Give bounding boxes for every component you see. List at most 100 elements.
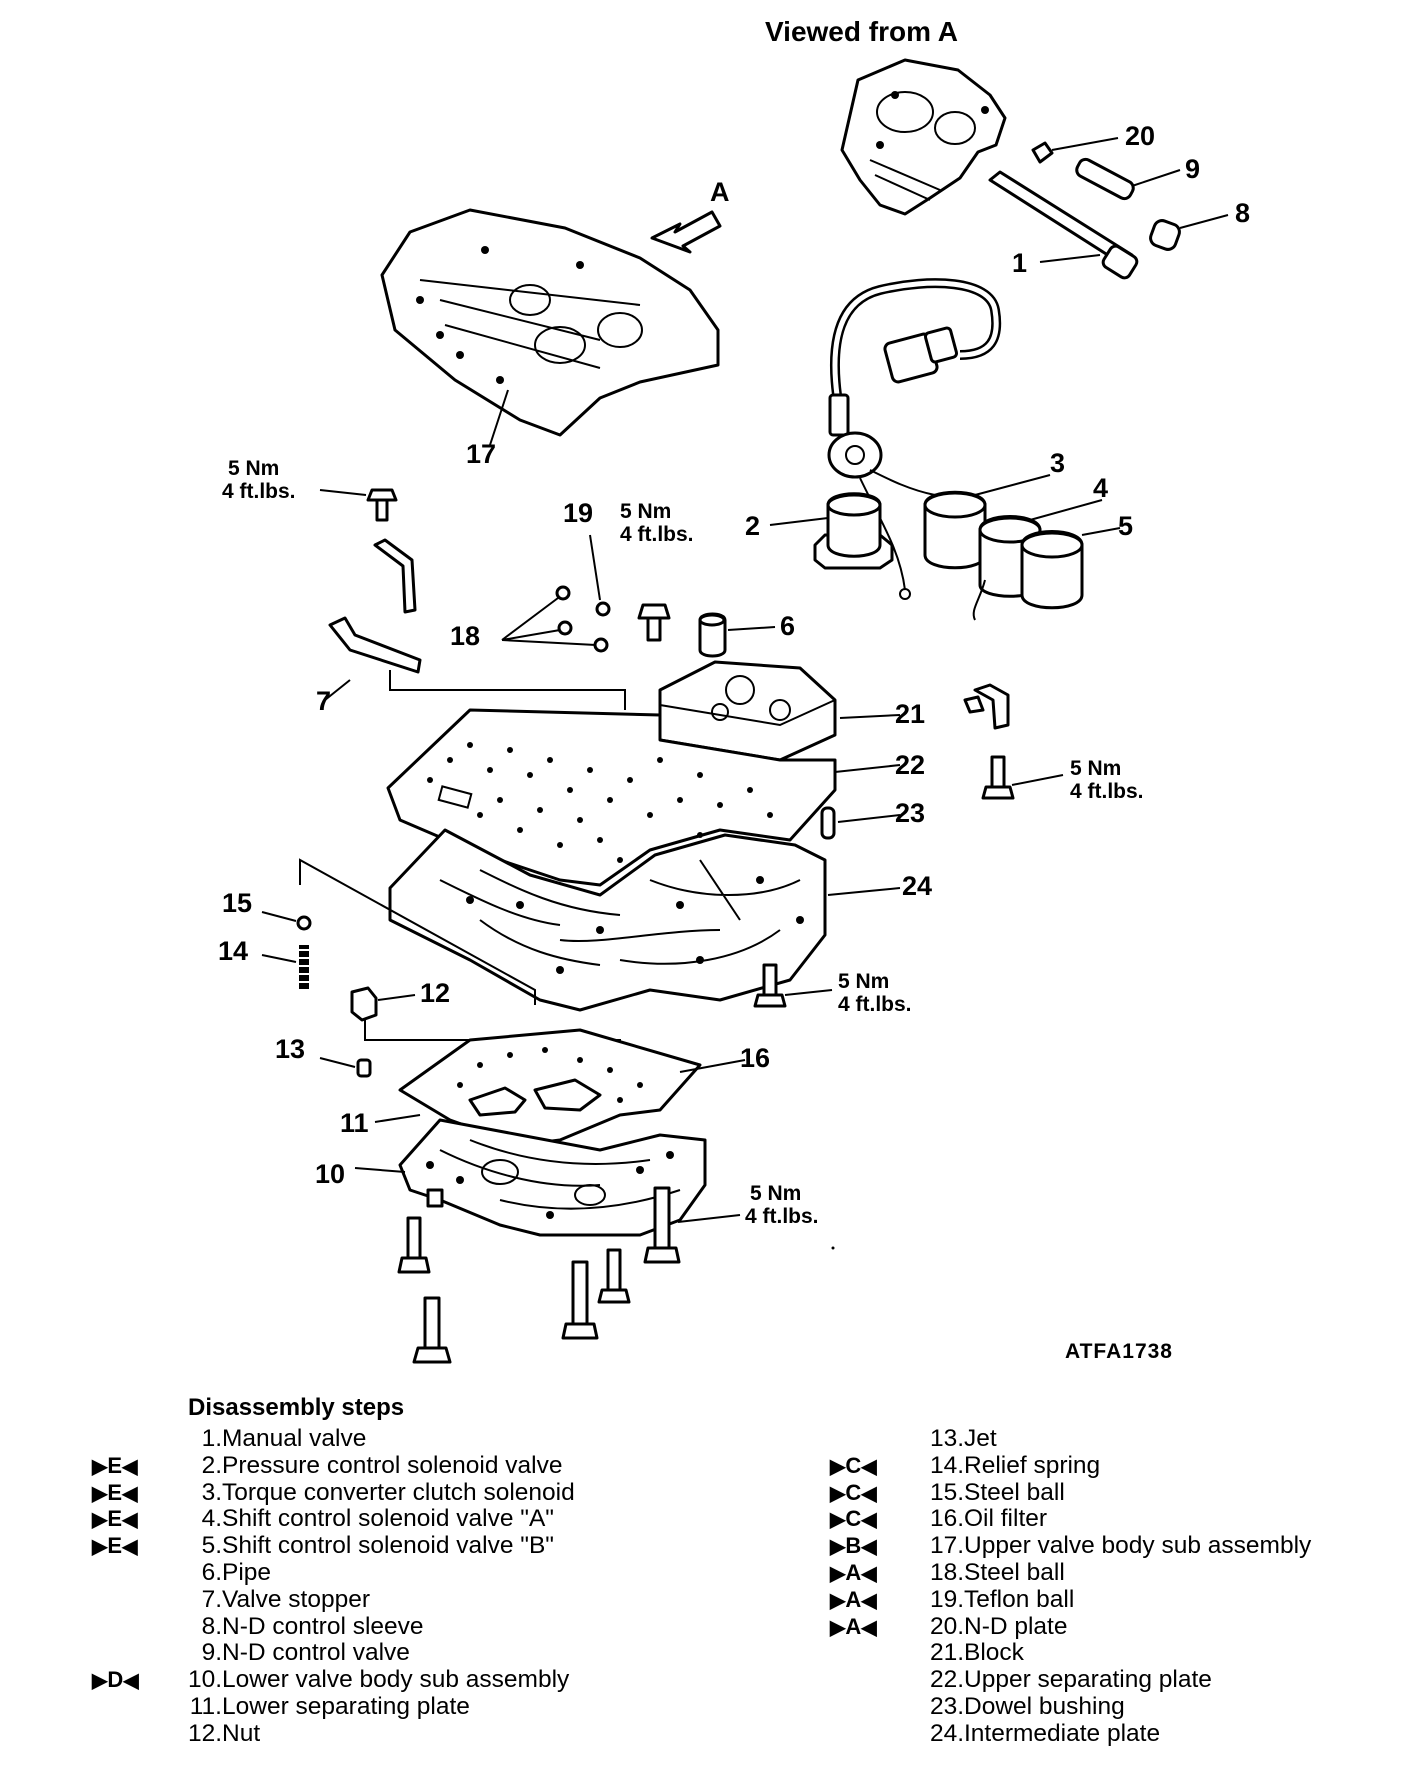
torque-5-nm: 5 Nm — [750, 1182, 801, 1205]
service-mark: ▶E◀ — [92, 1452, 138, 1478]
nd-control-valve-9 — [1075, 157, 1181, 201]
steps-list-left: 1.Manual valve ▶E◀ 2.Pressure control sole… — [92, 1425, 652, 1748]
view-arrow-a: A — [650, 177, 730, 254]
nd-plate-20 — [1031, 137, 1119, 164]
disassembly-step: ▶A◀19.Teflon ball — [830, 1585, 1390, 1614]
callout-21: 21 — [895, 699, 925, 729]
step-name: Pressure control solenoid valve — [222, 1451, 563, 1479]
step-number: 19. — [929, 1585, 964, 1613]
bracket-right — [963, 683, 1010, 730]
disassembly-step: ▶C◀14.Relief spring — [830, 1451, 1390, 1480]
callout-18: 18 — [450, 621, 480, 651]
disassembly-step: 12.Nut — [92, 1720, 652, 1748]
step-number: 16. — [929, 1505, 964, 1533]
step-name: Intermediate plate — [964, 1719, 1161, 1747]
step-number: 14. — [929, 1451, 964, 1479]
disassembly-step: 21.Block — [830, 1640, 1390, 1667]
speck — [831, 1246, 835, 1250]
step-name: Lower valve body sub assembly — [222, 1666, 570, 1694]
steps-list-right: 13.Jet▶C◀14.Relief spring▶C◀15.Steel bal… — [830, 1425, 1390, 1748]
step-name: Shift control solenoid valve "A" — [222, 1505, 554, 1533]
bolt-lower-4 — [597, 1248, 631, 1304]
step-name: Jet — [964, 1425, 997, 1452]
intermediate-plate-24 — [299, 828, 901, 1012]
disassembly-step: ▶D◀ 10.Lower valve body sub assembly — [92, 1666, 652, 1694]
bolt-lower-5 — [643, 1186, 741, 1264]
disassembly-step: ▶E◀ 2.Pressure control solenoid valve — [92, 1451, 652, 1480]
bolt-lower-2 — [412, 1296, 452, 1364]
step-number: 10. — [187, 1666, 222, 1694]
disassembly-step: ▶A◀20.N-D plate — [830, 1612, 1390, 1641]
disassembly-step: ▶E◀3.Torque converter clutch solenoid — [92, 1479, 652, 1507]
step-number: 13. — [929, 1425, 964, 1452]
step-number: 20. — [929, 1612, 964, 1640]
lower-separating-plate-11 — [374, 1028, 702, 1147]
step-number: 17. — [929, 1532, 964, 1560]
manual-valve-1 — [988, 170, 1139, 280]
relief-spring-14 — [261, 945, 309, 989]
torque-4-ftlbs: 4 ft.lbs. — [838, 993, 912, 1016]
step-number: 5. — [201, 1532, 222, 1560]
disassembly-step: 23.Dowel bushing — [830, 1692, 1390, 1721]
dowel-bushing-23 — [820, 806, 901, 840]
service-mark: ▶E◀ — [92, 1533, 138, 1559]
callout-9: 9 — [1185, 154, 1200, 184]
disassembly-step: 13.Jet — [830, 1425, 1390, 1453]
disassembly-step: 6.Pipe — [92, 1559, 652, 1587]
step-number: 8. — [201, 1612, 222, 1640]
shift-solenoid-b-5 — [972, 527, 1121, 621]
callout-11: 11 — [340, 1108, 369, 1138]
callout-13: 13 — [275, 1034, 305, 1064]
nd-control-sleeve-8 — [1149, 214, 1229, 251]
step-number: 1. — [201, 1425, 222, 1452]
step-number: 2. — [201, 1451, 222, 1479]
callout-14: 14 — [218, 936, 248, 966]
service-mark: ▶A◀ — [830, 1559, 877, 1585]
torque-1-ftlbs: 4 ft.lbs. — [222, 480, 296, 503]
callout-1: 1 — [1012, 248, 1027, 278]
disassembly-step: ▶E◀4.Shift control solenoid valve "A" — [92, 1506, 652, 1533]
exploded-view-diagram: Viewed from A A — [218, 16, 1250, 1364]
callout-15: 15 — [222, 888, 252, 918]
step-name: Valve stopper — [222, 1585, 370, 1613]
callout-3: 3 — [1050, 448, 1065, 478]
bolt-block — [637, 603, 671, 642]
step-name: N-D control sleeve — [222, 1612, 424, 1640]
pressure-control-solenoid-2 — [769, 492, 894, 570]
teflon-ball-19 — [589, 534, 611, 617]
step-name: Manual valve — [222, 1425, 367, 1452]
service-mark: ▶C◀ — [830, 1452, 877, 1478]
service-mark: ▶B◀ — [830, 1533, 877, 1559]
step-number: 4. — [201, 1505, 222, 1533]
step-name: Teflon ball — [964, 1585, 1075, 1613]
callout-22: 22 — [895, 750, 925, 780]
oil-filter-16 — [679, 1059, 746, 1073]
callout-24: 24 — [902, 871, 932, 901]
view-title: Viewed from A — [765, 16, 958, 47]
disassembly-step: ▶C◀15.Steel ball — [830, 1478, 1390, 1507]
torque-2-ftlbs: 4 ft.lbs. — [620, 523, 694, 546]
callout-7: 7 — [316, 686, 331, 716]
callout-6: 6 — [780, 611, 795, 641]
tcc-solenoid-3 — [923, 474, 1051, 570]
step-number: 15. — [929, 1478, 964, 1506]
drawing-code: ATFA1738 — [1065, 1340, 1173, 1363]
arrow-label: A — [710, 177, 730, 207]
disassembly-step: 7.Valve stopper — [92, 1585, 652, 1614]
step-number: 23. — [929, 1692, 964, 1720]
pipe-6 — [698, 612, 776, 658]
service-mark: ▶A◀ — [830, 1613, 877, 1639]
upper-valve-body-17 — [380, 208, 720, 446]
disassembly-step: ▶E◀5.Shift control solenoid valve "B" — [92, 1532, 652, 1560]
callout-10: 10 — [315, 1159, 345, 1189]
step-number: 11. — [189, 1692, 222, 1720]
disassembly-step: 8.N-D control sleeve — [92, 1612, 652, 1641]
callout-20: 20 — [1125, 121, 1155, 151]
service-mark: ▶D◀ — [92, 1667, 139, 1693]
step-number: 7. — [201, 1585, 222, 1613]
step-number: 24. — [929, 1719, 964, 1747]
callout-19: 19 — [563, 498, 593, 528]
step-name: Steel ball — [964, 1478, 1065, 1506]
torque-1-nm: 5 Nm — [228, 457, 279, 480]
callout-4: 4 — [1093, 473, 1108, 503]
